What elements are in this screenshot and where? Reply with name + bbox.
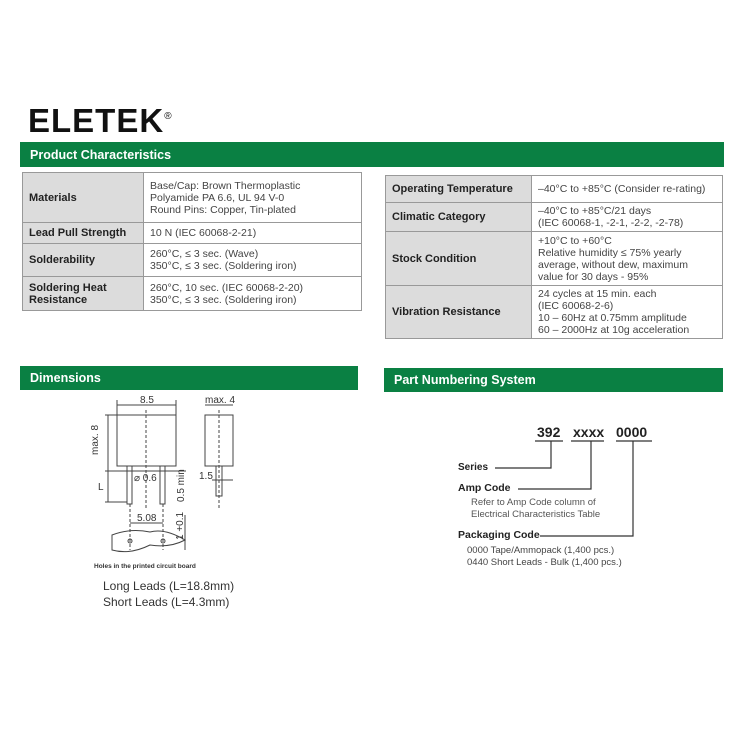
row-label: Soldering Heat Resistance xyxy=(22,276,144,311)
amp-desc: Refer to Amp Code column of xyxy=(471,497,596,508)
row-value: –40°C to +85°C (Consider re-rating) xyxy=(531,175,723,203)
packaging-desc: 0440 Short Leads - Bulk (1,400 pcs.) xyxy=(467,557,622,568)
part-series: 392 xyxy=(537,424,561,440)
value-line: Base/Cap: Brown Thermoplastic xyxy=(150,179,301,192)
value-line: Round Pins: Copper, Tin-plated xyxy=(150,203,296,216)
value-line: –40°C to +85°C/21 days xyxy=(538,205,652,217)
value-line: +10°C to +60°C xyxy=(538,234,612,247)
part-amp: xxxx xyxy=(573,424,605,440)
row-label: Materials xyxy=(22,172,144,223)
section-title: Dimensions xyxy=(30,371,101,385)
lead-right xyxy=(159,465,166,505)
value-line: 350°C, ≤ 3 sec. (Soldering iron) xyxy=(150,260,297,272)
standoff-label: 0.5 min xyxy=(176,469,187,502)
row-label: Stock Condition xyxy=(385,231,532,286)
short-leads-note: Short Leads (L=4.3mm) xyxy=(103,595,230,609)
value-line: 60 – 2000Hz at 10g acceleration xyxy=(538,324,690,336)
value-line: Relative humidity ≤ 75% yearly xyxy=(538,246,682,259)
part-packaging: 0000 xyxy=(616,424,648,440)
value-line: (IEC 60068-1, -2-1, -2-2, -2-78) xyxy=(538,217,684,229)
row-value: 24 cycles at 15 min. each(IEC 60068-2-6)… xyxy=(531,285,723,339)
table-row: Climatic Category–40°C to +85°C/21 days(… xyxy=(385,202,723,232)
pin-diameter-label: ⌀ 0.6 xyxy=(134,473,157,484)
part-number-leaders xyxy=(495,440,652,537)
depth-label: max. 4 xyxy=(205,395,235,406)
characteristics-table-right: Operating Temperature –40°C to +85°C (Con… xyxy=(385,175,723,339)
row-value: 260°C, 10 sec. (IEC 60068-2-20)350°C, ≤ … xyxy=(143,276,362,311)
value-line: 10 N (IEC 60068-2-21) xyxy=(150,227,257,239)
value-line: 24 cycles at 15 min. each xyxy=(538,288,657,300)
value-line: 260°C, ≤ 3 sec. (Wave) xyxy=(150,248,259,260)
section-title: Product Characteristics xyxy=(30,147,172,162)
packaging-desc: 0000 Tape/Ammopack (1,400 pcs.) xyxy=(467,545,615,556)
height-label: max. 8 xyxy=(90,425,101,455)
amp-desc: Electrical Characteristics Table xyxy=(471,509,601,520)
table-row: Operating Temperature –40°C to +85°C (Con… xyxy=(385,175,723,203)
row-label: Climatic Category xyxy=(385,202,532,232)
series-label: Series xyxy=(458,462,489,473)
row-value: –40°C to +85°C/21 days(IEC 60068-1, -2-1… xyxy=(531,202,723,232)
offset-label: 1.5 xyxy=(199,471,213,482)
section-title: Part Numbering System xyxy=(394,373,536,387)
value-line: average, without dew, maximum xyxy=(538,258,688,271)
value-line: 350°C, ≤ 3 sec. (Soldering iron) xyxy=(150,293,297,306)
logo-registered-mark: ® xyxy=(164,111,173,122)
pcb-caption: Holes in the printed circuit board xyxy=(94,563,196,570)
value-line: –40°C to +85°C (Consider re-rating) xyxy=(538,183,706,195)
value-line: value for 30 days - 95% xyxy=(538,270,649,283)
dimensions-header: Dimensions xyxy=(20,366,358,390)
row-label: Operating Temperature xyxy=(385,175,532,203)
row-value: 260°C, ≤ 3 sec. (Wave)350°C, ≤ 3 sec. (S… xyxy=(143,243,362,277)
hole-label: 1 +0.1 xyxy=(175,511,186,540)
width-label: 8.5 xyxy=(140,395,154,406)
lead-label: L xyxy=(98,482,104,493)
value-line: 260°C, 10 sec. (IEC 60068-2-20) xyxy=(150,281,304,294)
lead-left xyxy=(126,465,133,505)
logo-text: ELETEK xyxy=(28,102,165,139)
amp-code-label: Amp Code xyxy=(458,482,511,494)
pitch-label: 5.08 xyxy=(137,513,157,524)
value-line: 10 – 60Hz at 0.75mm amplitude xyxy=(538,312,687,324)
row-label: Solderability xyxy=(22,243,144,277)
eletek-logo: ELETEK® xyxy=(28,104,173,138)
long-leads-note: Long Leads (L=18.8mm) xyxy=(103,579,235,593)
row-label: Vibration Resistance xyxy=(385,285,532,339)
packaging-code-label: Packaging Code xyxy=(458,529,540,541)
part-numbering-header: Part Numbering System xyxy=(384,368,723,392)
value-line: (IEC 60068-2-6) xyxy=(538,300,614,312)
product-characteristics-header: Product Characteristics xyxy=(20,142,724,167)
value-line: Polyamide PA 6.6, UL 94 V-0 xyxy=(150,191,285,204)
